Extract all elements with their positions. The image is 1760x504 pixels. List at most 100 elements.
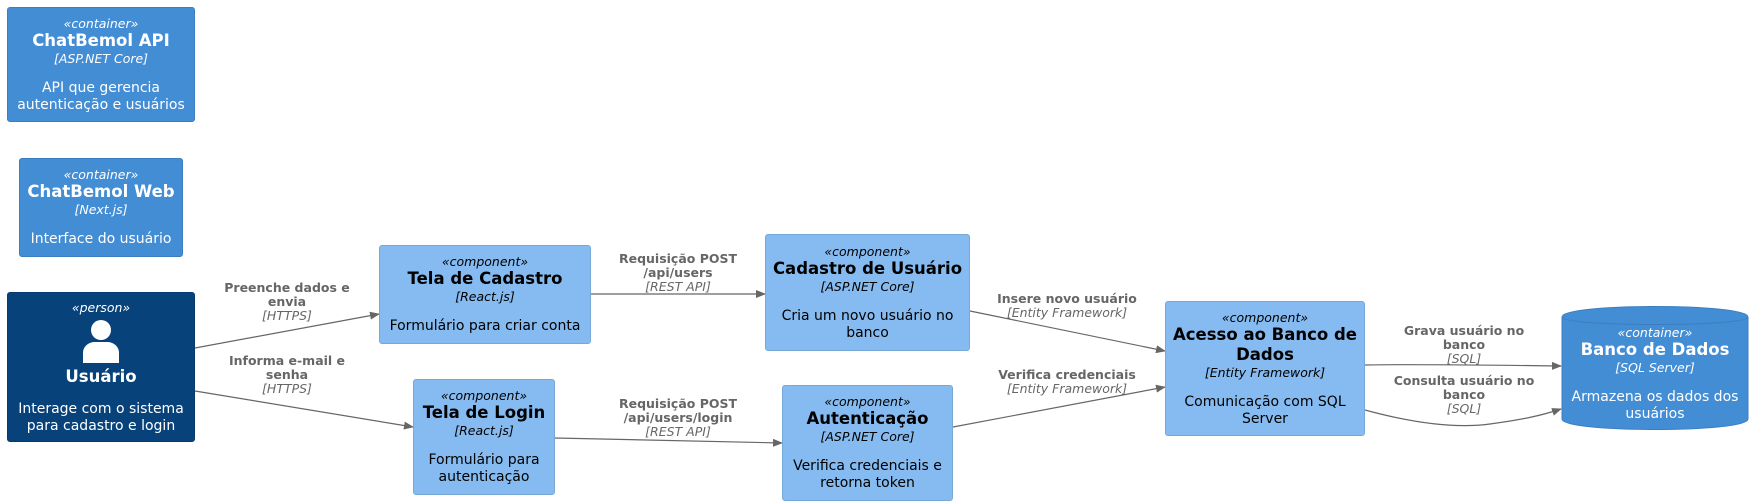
edge-acesso-banco-grava [1364, 361, 1562, 370]
container-name: ChatBemol API [32, 30, 170, 50]
person-description: Interage com o sistema para cadastro e l… [18, 401, 184, 435]
chatbemol-api-container: «container» ChatBemol API [ASP.NET Core]… [7, 7, 195, 122]
desc-line: para cadastro e login [26, 417, 176, 434]
relation-protocol: [HTTPS] [262, 381, 312, 396]
database-name: Banco de Dados [1580, 340, 1730, 359]
relation-protocol: [SQL] [1446, 351, 1482, 366]
database-technology: [SQL Server] [1615, 360, 1695, 375]
desc-line: Armazena os dados dos [1571, 389, 1739, 405]
relation-protocol: [REST API] [645, 279, 711, 294]
stereotype-label: «container» [63, 167, 139, 182]
desc-line: retorna token [820, 475, 915, 491]
relation-text: /api/users/login [623, 410, 733, 425]
database-cylinder-shape [1561, 306, 1749, 430]
label-acesso-consulta: Consulta usuário no banco [SQL] [1394, 374, 1535, 416]
desc-line: autenticação [438, 469, 530, 485]
edge-tela-login-autenticacao [554, 437, 783, 447]
banco-dados-database: «container» Banco de Dados [SQL Server] … [1561, 305, 1749, 431]
label-usuario-cadastro: Preenche dados e envia [HTTPS] [224, 281, 350, 323]
name-line: Dados [1236, 344, 1294, 364]
component-technology: [React.js] [455, 289, 515, 304]
label-login-api: Requisição POST /api/users/login [REST A… [619, 397, 737, 439]
relation-protocol: [Entity Framework] [1006, 381, 1128, 396]
desc-line: banco [846, 324, 889, 341]
component-description: Cria um novo usuário no banco [782, 308, 954, 342]
desc-line: Formulário para criar conta [389, 318, 581, 334]
component-name: Tela de Cadastro [407, 269, 563, 288]
component-description: Verifica credenciais e retorna token [793, 458, 942, 492]
cadastro-usuario-component: «component» Cadastro de Usuário [ASP.NET… [765, 234, 970, 351]
component-name: Autenticação [806, 409, 929, 428]
relation-text: Consulta usuário no [1393, 373, 1535, 388]
container-description: Interface do usuário [31, 231, 172, 248]
label-auth-acesso: Verifica credenciais [Entity Framework] [998, 368, 1136, 396]
label-acesso-grava: Grava usuário no banco [SQL] [1404, 324, 1524, 366]
name-line: Acesso ao Banco de [1173, 324, 1357, 344]
edge-usuario-tela-cadastro [194, 311, 380, 349]
desc-line: autenticação e usuários [17, 96, 185, 113]
component-technology: [Entity Framework] [1204, 364, 1326, 380]
relation-protocol: [HTTPS] [262, 308, 312, 323]
relation-text: banco [1442, 387, 1486, 402]
relation-text: Grava usuário no [1403, 323, 1525, 338]
component-description: Formulário para autenticação [428, 452, 539, 486]
relation-text: Requisição POST [618, 251, 738, 266]
desc-line: usuários [1625, 406, 1685, 422]
component-name: Tela de Login [422, 403, 546, 422]
relation-protocol: [Entity Framework] [1006, 305, 1128, 320]
component-description: Formulário para criar conta [390, 318, 581, 335]
usuario-person: «person» Usuário Interage com o sistema … [7, 292, 195, 442]
stereotype-label: «component» [1221, 309, 1309, 325]
relation-text: Insere novo usuário [997, 291, 1137, 306]
chatbemol-web-container: «container» ChatBemol Web [Next.js] Inte… [19, 158, 183, 257]
database-description: Armazena os dados dos usuários [1572, 389, 1739, 423]
relation-text: Informa e-mail e [228, 353, 346, 368]
relation-text: Requisição POST [618, 396, 738, 411]
label-usuario-login: Informa e-mail e senha [HTTPS] [229, 354, 345, 396]
edge-cadastro-acesso-banco [969, 310, 1166, 354]
tela-login-component: «component» Tela de Login [React.js] For… [413, 379, 555, 495]
acesso-banco-component: «component» Acesso ao Banco de Dados [En… [1165, 301, 1365, 436]
container-name: ChatBemol Web [27, 182, 175, 201]
desc-line: Verifica credenciais e [793, 458, 942, 474]
relation-text: Preenche dados e [224, 280, 350, 295]
desc-line: Cria um novo usuário no [781, 307, 954, 324]
relation-text: senha [265, 367, 309, 382]
edge-autenticacao-acesso-banco [952, 384, 1166, 428]
stereotype-label: «component» [441, 254, 529, 269]
container-description: API que gerencia autenticação e usuários [17, 80, 185, 114]
container-technology: [Next.js] [74, 202, 128, 217]
relation-protocol: [REST API] [645, 424, 711, 439]
stereotype-label: «component» [824, 394, 911, 409]
person-name: Usuário [65, 366, 137, 386]
tela-cadastro-component: «component» Tela de Cadastro [React.js] … [379, 245, 591, 344]
stereotype-label: «component» [440, 388, 528, 403]
desc-line: Server [1242, 410, 1288, 427]
desc-line: Interface do usuário [30, 231, 172, 247]
stereotype-label: «container» [1617, 325, 1693, 340]
stereotype-label: «component» [824, 243, 911, 259]
component-description: Comunicação com SQL Server [1184, 394, 1345, 428]
desc-line: Comunicação com SQL [1184, 393, 1346, 410]
stereotype-label: «container» [63, 15, 139, 31]
person-icon [83, 319, 119, 363]
desc-line: API que gerencia [41, 79, 161, 96]
relation-text: banco [1442, 337, 1486, 352]
container-technology: [ASP.NET Core] [53, 50, 149, 66]
label-cadastro-acesso: Insere novo usuário [Entity Framework] [997, 292, 1137, 320]
edge-usuario-tela-login [194, 390, 414, 430]
component-technology: [React.js] [454, 423, 514, 438]
relation-text: envia [267, 294, 307, 309]
edge-acesso-banco-consulta [1364, 408, 1562, 427]
component-technology: [ASP.NET Core] [820, 429, 915, 444]
relation-text: Verifica credenciais [998, 367, 1136, 382]
relation-text: /api/users [643, 265, 713, 280]
component-technology: [ASP.NET Core] [820, 278, 915, 294]
label-cadastro-api: Requisição POST /api/users [REST API] [619, 252, 737, 294]
stereotype-label: «person» [71, 299, 131, 315]
desc-line: Formulário para [428, 452, 540, 468]
component-name: Cadastro de Usuário [772, 258, 963, 278]
component-name: Acesso ao Banco de Dados [1173, 325, 1357, 365]
relation-protocol: [SQL] [1446, 401, 1482, 416]
